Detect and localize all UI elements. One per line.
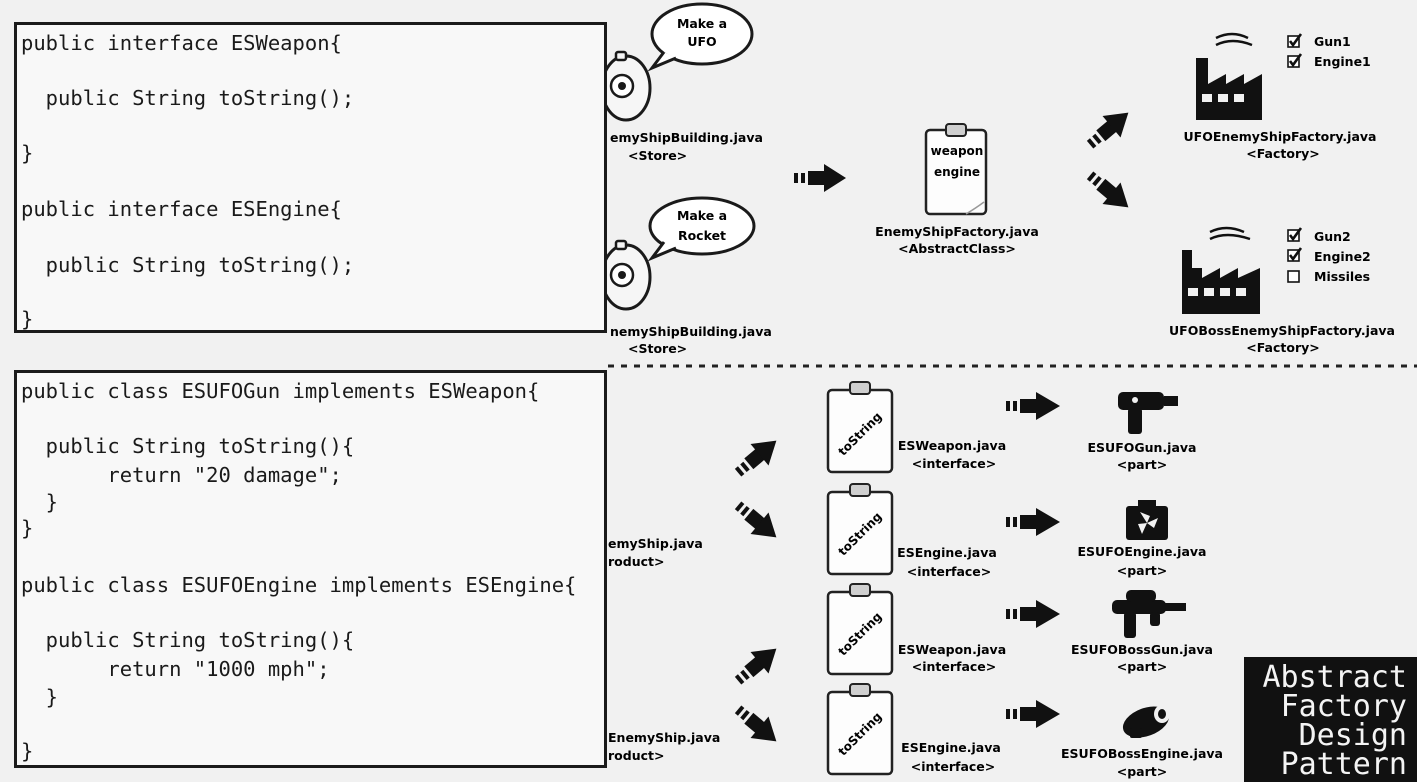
arrow-right-icon xyxy=(1006,600,1060,628)
alien-eye-icon xyxy=(600,50,652,122)
interface-name: ESWeapon.java xyxy=(898,642,1006,657)
clipboard-text: engine xyxy=(934,165,980,179)
store-name: emyShipBuilding.java xyxy=(610,130,763,145)
store-role: <Store> xyxy=(628,148,687,163)
arrow-right-icon xyxy=(1006,700,1060,728)
code-line: public String toString(); xyxy=(21,253,355,277)
interface-name: ESWeapon.java xyxy=(898,438,1006,453)
bubble-text: Rocket xyxy=(678,228,726,243)
factory-icon xyxy=(1182,226,1260,314)
speech-bubble-ufo: Make a UFO xyxy=(647,2,754,72)
arrow-up-right-icon xyxy=(734,440,777,477)
part-name: ESUFOGun.java xyxy=(1088,440,1197,455)
store-name: nemyShipBuilding.java xyxy=(610,324,772,339)
code-line: } xyxy=(21,516,34,540)
code-line: } xyxy=(21,307,34,331)
arrow-up-right-icon xyxy=(1086,112,1129,149)
code-line: } xyxy=(21,490,59,514)
checklist-item: Engine1 xyxy=(1314,54,1371,69)
interface-clipboard: toString xyxy=(826,483,894,576)
checkbox-empty-icon xyxy=(1287,270,1300,283)
code-line: public String toString(){ xyxy=(21,434,355,458)
code-line: public String toString(){ xyxy=(21,628,355,652)
ray-gun-icon xyxy=(1118,392,1178,434)
checklist-item: Gun1 xyxy=(1314,34,1351,49)
arrow-down-right-icon xyxy=(734,705,777,742)
factory-role: <Factory> xyxy=(1246,146,1319,161)
interface-clipboard: toString xyxy=(826,381,894,474)
interface-role: <interface> xyxy=(912,659,997,674)
store-role: <Store> xyxy=(628,341,687,356)
arrow-down-right-icon xyxy=(734,501,777,538)
code-line: return "20 damage"; xyxy=(21,463,342,487)
alien-eye-icon xyxy=(600,239,652,311)
code-line: public interface ESWeapon{ xyxy=(21,31,342,55)
code-line: } xyxy=(21,685,59,709)
checklist-item: Gun2 xyxy=(1314,229,1351,244)
code-line: } xyxy=(21,739,34,763)
part-role: <part> xyxy=(1117,659,1167,674)
part-name: ESUFOBossEngine.java xyxy=(1061,746,1223,761)
checkbox-checked-icon xyxy=(1286,52,1303,69)
checklist-item: Engine2 xyxy=(1314,249,1371,264)
bubble-text: Make a xyxy=(677,16,727,31)
checklist-item: Missiles xyxy=(1314,269,1370,284)
arrow-right-icon xyxy=(794,164,846,192)
product-role: roduct> xyxy=(608,748,664,763)
arrow-down-right-icon xyxy=(1086,171,1129,208)
code-line: public class ESUFOEngine implements ESEn… xyxy=(21,573,577,597)
factory-role: <Factory> xyxy=(1246,340,1319,355)
jet-engine-icon xyxy=(1122,705,1170,738)
product-name: EnemyShip.java xyxy=(608,730,720,745)
code-panel-classes: public class ESUFOGun implements ESWeapo… xyxy=(14,370,607,768)
interface-clipboard: toString xyxy=(826,683,894,776)
factory-icon xyxy=(1196,32,1262,120)
title-line: Factory xyxy=(1280,689,1407,724)
factory-name: UFOBossEnemyShipFactory.java xyxy=(1169,323,1395,338)
code-line: return "1000 mph"; xyxy=(21,657,330,681)
code-line: } xyxy=(21,141,34,165)
code-line: public String toString(); xyxy=(21,86,355,110)
title-line: Abstract xyxy=(1262,660,1408,695)
title-line: Design xyxy=(1298,718,1407,753)
checkbox-checked-icon xyxy=(1286,226,1303,243)
interface-role: <interface> xyxy=(912,456,997,471)
part-role: <part> xyxy=(1117,563,1167,578)
part-name: ESUFOBossGun.java xyxy=(1071,642,1213,657)
interface-name: ESEngine.java xyxy=(901,740,1001,755)
part-role: <part> xyxy=(1117,457,1167,472)
code-line: public interface ESEngine{ xyxy=(21,197,342,221)
interface-name: ESEngine.java xyxy=(897,545,997,560)
abstract-factory-name: EnemyShipFactory.java xyxy=(875,224,1039,239)
code-line: public class ESUFOGun implements ESWeapo… xyxy=(21,379,540,403)
interface-role: <interface> xyxy=(911,759,996,774)
fan-engine-icon xyxy=(1126,500,1168,540)
speech-bubble-rocket: Make a Rocket xyxy=(647,196,756,262)
factory-name: UFOEnemyShipFactory.java xyxy=(1184,129,1377,144)
arrow-right-icon xyxy=(1006,508,1060,536)
part-role: <part> xyxy=(1117,764,1167,779)
code-panel-interfaces: public interface ESWeapon{ public String… xyxy=(14,22,607,333)
checkbox-checked-icon xyxy=(1286,32,1303,49)
interface-clipboard: toString xyxy=(826,583,894,676)
title-card: Abstract Factory Design Pattern xyxy=(1244,657,1417,782)
water-gun-icon xyxy=(1112,590,1186,638)
title-line: Pattern xyxy=(1280,747,1407,782)
abstract-factory-role: <AbstractClass> xyxy=(898,241,1016,256)
checkbox-checked-icon xyxy=(1286,246,1303,263)
bubble-text: Make a xyxy=(677,208,727,223)
interface-role: <interface> xyxy=(907,564,992,579)
product-role: roduct> xyxy=(608,554,664,569)
arrow-right-icon xyxy=(1006,392,1060,420)
clipboard-text: weapon xyxy=(931,144,984,158)
product-name: emyShip.java xyxy=(608,536,703,551)
abstract-factory-clipboard: weapon engine xyxy=(924,122,988,216)
part-name: ESUFOEngine.java xyxy=(1078,544,1207,559)
arrow-up-right-icon xyxy=(734,648,777,685)
bubble-text: UFO xyxy=(687,34,716,49)
